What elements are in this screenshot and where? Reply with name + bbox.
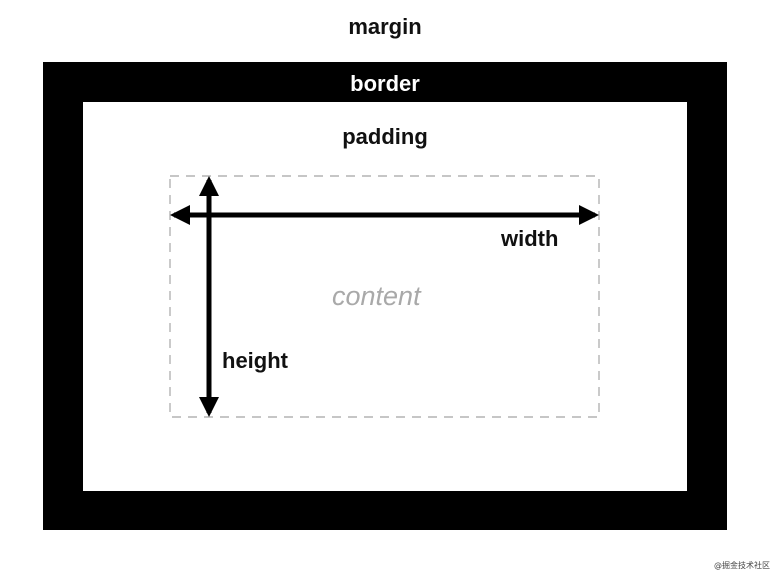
padding-box	[83, 102, 687, 491]
border-label: border	[350, 71, 420, 96]
content-box	[169, 175, 600, 418]
watermark: @掘金技术社区	[714, 561, 770, 570]
height-label: height	[222, 348, 288, 373]
margin-label: margin	[348, 14, 422, 39]
padding-label: padding	[342, 124, 428, 149]
content-label: content	[332, 281, 421, 311]
width-label: width	[501, 226, 559, 251]
